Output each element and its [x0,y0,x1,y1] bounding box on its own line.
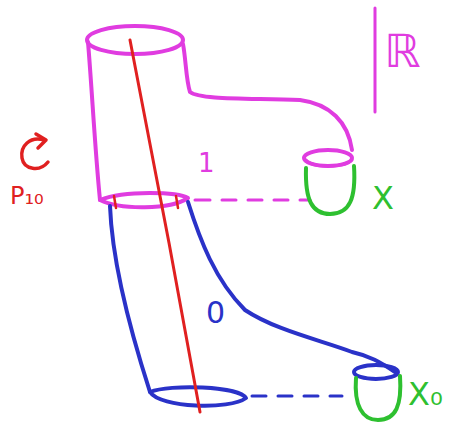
upper-piece [87,8,375,207]
boundary-label: X₀ [408,378,443,410]
piece-number: 0 [206,298,225,328]
piece-number: 1 [198,150,215,176]
boundary-cups [306,166,400,420]
boundary-label: X [372,182,394,214]
lower-piece [110,202,398,406]
path-label: P₁₀ [10,184,44,208]
rotation-axis [22,40,200,412]
space-label: ℝ [384,28,420,74]
